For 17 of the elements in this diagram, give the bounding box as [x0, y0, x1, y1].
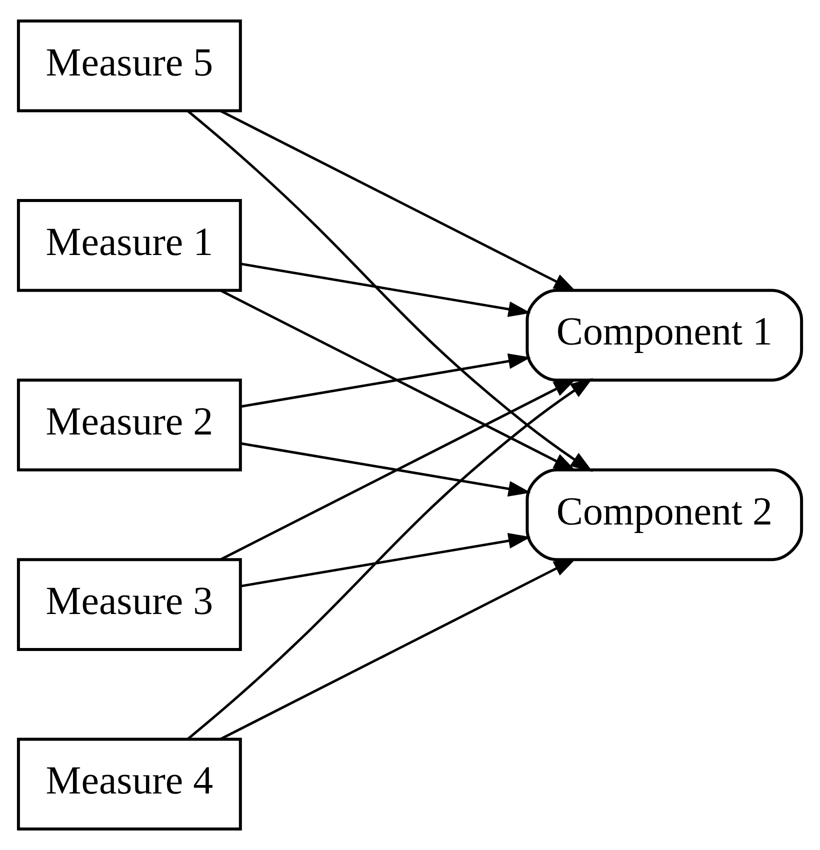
arrow [240, 262, 531, 318]
arrow [240, 353, 531, 408]
node-box: Component 1 [526, 288, 804, 382]
arrow [220, 558, 576, 740]
node-box: Measure 5 [16, 19, 242, 112]
node-box: Measure 2 [16, 378, 242, 472]
node-box: Measure 4 [16, 738, 242, 831]
arrow [186, 378, 593, 740]
arrow [220, 289, 576, 472]
arrow [220, 378, 576, 561]
node-box: Measure 3 [16, 558, 242, 651]
node-box: Measure 1 [16, 199, 242, 292]
arrow [240, 442, 531, 497]
node-box: Component 2 [526, 468, 804, 562]
arrow [186, 110, 593, 472]
arrow [220, 110, 576, 292]
arrow [240, 532, 531, 588]
